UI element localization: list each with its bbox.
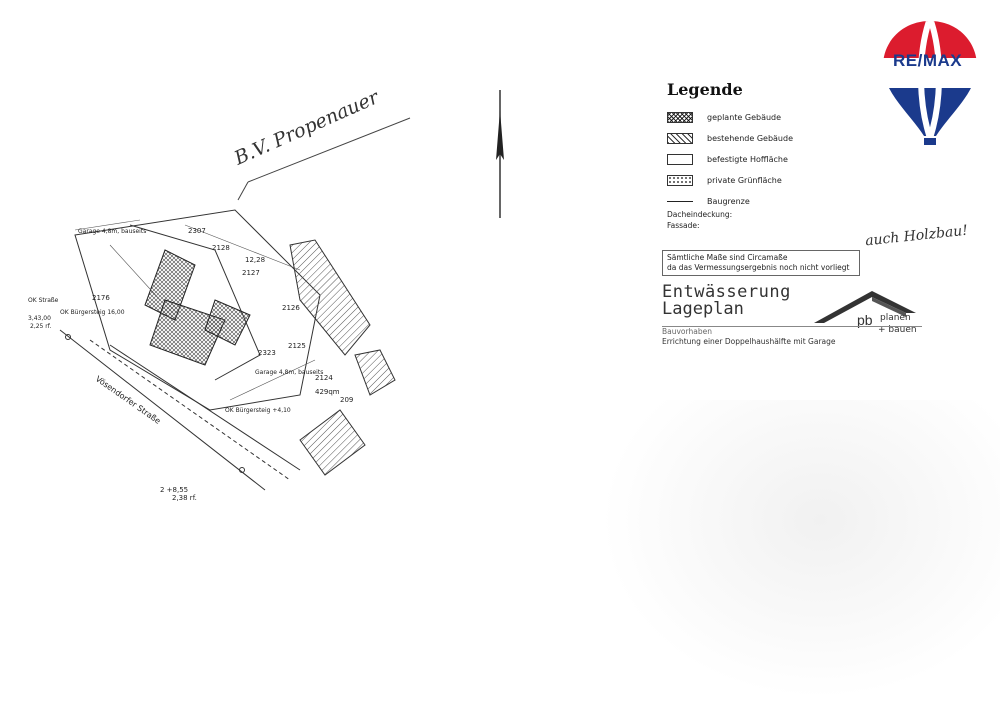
legend-item-existing: bestehende Gebäude <box>667 131 793 145</box>
parcel-2323: 2323 <box>258 349 276 357</box>
company-line2: + bauen <box>878 325 917 335</box>
remax-logo-text: RE/MAX <box>893 51 963 70</box>
green-area-swatch <box>667 174 693 186</box>
pb-roof-logo-icon <box>814 291 916 323</box>
bottom-value: 2 +8,55 <box>160 486 188 494</box>
north-arrow-icon <box>496 90 504 218</box>
planned-building-swatch <box>667 111 693 123</box>
title-entwaesserung: Entwässerung <box>662 282 791 302</box>
num-209: 209 <box>340 396 353 404</box>
garage-label-top: Garage 4,8m, bauseits <box>78 228 146 235</box>
garage-label-right: Garage 4,8m, bauseits <box>255 369 323 376</box>
company-line1: planen <box>880 313 911 323</box>
parcel-2128: 2128 <box>212 244 230 252</box>
parcel-2126: 2126 <box>282 304 300 312</box>
remax-balloon-logo-icon <box>883 21 977 145</box>
parcel-2176: 2176 <box>92 294 110 302</box>
parcel-2307: 2307 <box>188 227 206 235</box>
parcel-2125: 2125 <box>288 342 306 350</box>
roofing-label: Dacheindeckung: <box>667 210 733 219</box>
ok-value: 3,43,00 <box>28 315 51 322</box>
baugrenze-line-swatch <box>667 200 693 202</box>
legend-item-paved: befestigte Hoffläche <box>667 152 788 166</box>
site-plan-drawing: B.V. Propenauer Garage 4,8m, <box>28 86 504 502</box>
ok-buergersteig-left: OK Bürgersteig 16,00 <box>60 309 125 316</box>
company-short: pb <box>857 312 873 328</box>
project-label: Bauvorhaben <box>662 327 712 336</box>
handwritten-note: auch Holzbau! <box>864 222 969 250</box>
dimensions-note: Sämtliche Maße sind Circamaße da das Ver… <box>662 250 860 276</box>
lot-outline <box>74 209 321 411</box>
bottom-relative: 2,38 rf. <box>172 494 197 502</box>
ok-relative: 2,25 rf. <box>30 323 51 330</box>
street-lines <box>59 329 301 491</box>
legend-item-green: private Grünfläche <box>667 173 782 187</box>
ok-buergersteig-bottom: OK Bürgersteig +4,10 <box>225 407 291 414</box>
area-label: 429qm <box>315 388 340 396</box>
title-lageplan: Lageplan <box>662 299 744 319</box>
legend-item-planned: geplante Gebäude <box>667 110 781 124</box>
project-box: Bauvorhaben Errichtung einer Doppelhaush… <box>662 326 922 351</box>
project-description: Errichtung einer Doppelhaushälfte mit Ga… <box>662 337 836 346</box>
planned-building <box>144 249 251 366</box>
street-name: Vösendorfer Straße <box>94 374 162 426</box>
faded-scan-area <box>600 400 1000 700</box>
paved-area-swatch <box>667 153 693 165</box>
existing-building-swatch <box>667 132 693 144</box>
facade-label: Fassade: <box>667 221 700 230</box>
bv-handwriting: B.V. Propenauer <box>230 86 384 170</box>
parcel-2127: 2127 <box>242 269 260 277</box>
existing-buildings <box>289 239 396 476</box>
parcel-2124: 2124 <box>315 374 333 382</box>
legend-item-baugrenze: Baugrenze <box>667 194 750 208</box>
legend-title: Legende <box>667 80 743 99</box>
num-12-28: 12,28 <box>245 256 265 264</box>
ok-strasse: OK Straße <box>28 297 59 304</box>
